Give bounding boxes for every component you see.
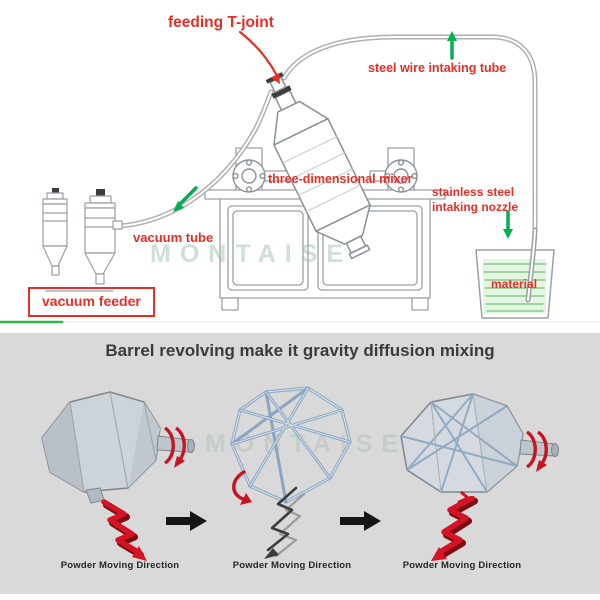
label-feeding-t-joint: feeding T-joint [168, 14, 274, 31]
vacuum-tube-line [117, 89, 274, 229]
nozzle-arrow [503, 210, 513, 239]
internal-frame-barrel-figure [400, 393, 559, 511]
barrel-shaft [519, 439, 556, 457]
label-stainless-steel-line2: intaking nozzle [432, 200, 519, 214]
figure-caption-3: Powder Moving Direction [402, 560, 522, 571]
vacuum-feeder-unit [42, 188, 123, 292]
steel-wire-tube-line [281, 34, 538, 233]
barrel-outlet-cap [345, 235, 371, 260]
steel-wire-tube-arrow [447, 31, 457, 60]
flow-arrow-2 [340, 511, 381, 531]
label-stainless-steel-intaking-nozzle: stainless steel intaking nozzle [432, 185, 518, 215]
material-beaker [475, 227, 555, 319]
right-bearing-flange [384, 159, 418, 193]
rotation-spiral-arrow [163, 426, 186, 468]
label-vacuum-feeder: vacuum feeder [28, 287, 155, 317]
material-liquid-lines [483, 263, 547, 312]
internal-frame-lines [400, 393, 518, 493]
machine-line-art [0, 30, 600, 324]
label-material: material [491, 277, 538, 291]
intaking-nozzle [525, 227, 538, 303]
mixer-barrel [265, 72, 371, 260]
vacuum-tube-arrow [173, 186, 198, 212]
figure-caption-2: Powder Moving Direction [232, 560, 352, 571]
wireframe-barrel-figure [230, 386, 352, 505]
rotation-spiral-arrow [525, 430, 548, 472]
left-bearing-flange [232, 159, 266, 193]
rotation-spiral-arrow [232, 470, 252, 505]
mixing-section-title: Barrel revolving make it gravity diffusi… [105, 341, 495, 360]
feeding-t-joint-arrow [238, 30, 280, 84]
powder-zigzag-red-2 [431, 496, 478, 561]
powder-zigzag-red-1 [101, 499, 147, 561]
powder-zigzag-dark [264, 486, 306, 559]
label-three-dimensional-mixer: three-dimensional mixer [268, 172, 413, 186]
label-vacuum-tube: vacuum tube [133, 230, 214, 245]
label-steel-wire-intaking-tube: steel wire intaking tube [368, 61, 507, 75]
solid-barrel-figure [41, 391, 195, 504]
figure-caption-1: Powder Moving Direction [60, 560, 180, 571]
flow-arrow-1 [166, 511, 207, 531]
label-stainless-steel-line1: stainless steel [432, 185, 515, 199]
